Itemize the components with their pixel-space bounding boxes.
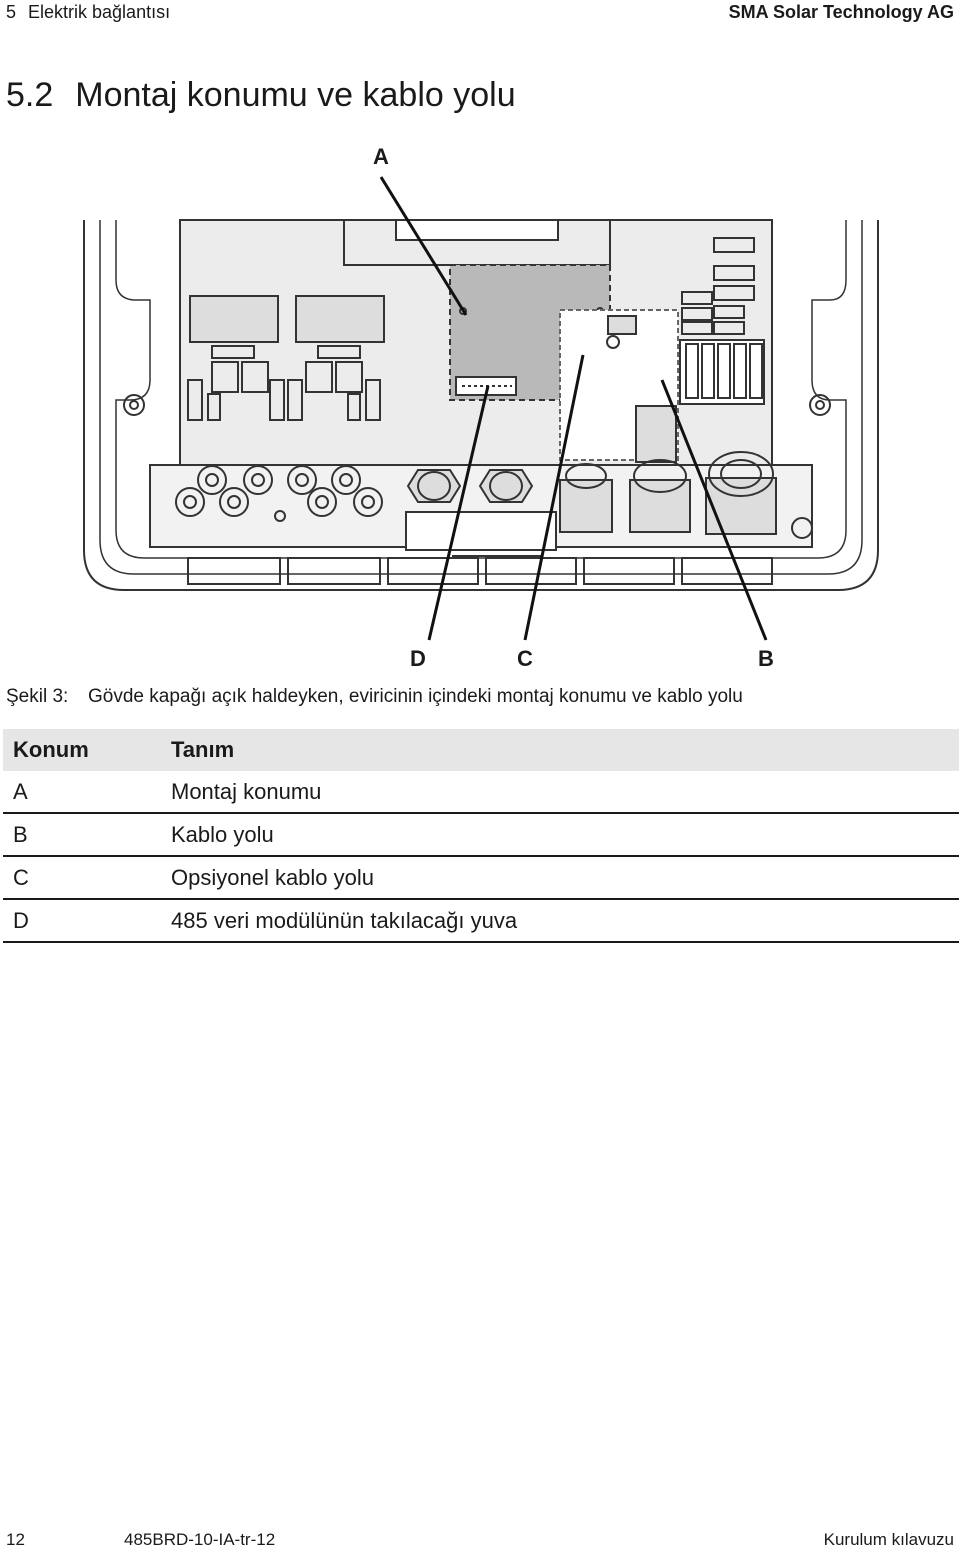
legend-value: Kablo yolu xyxy=(161,813,959,857)
title-text: Montaj konumu ve kablo yolu xyxy=(75,76,516,114)
leader-line-a xyxy=(379,176,468,316)
table-row: C Opsiyonel kablo yolu xyxy=(3,856,959,900)
legend-key: B xyxy=(3,813,161,857)
cable-glands xyxy=(406,451,777,535)
mounting-hole-right xyxy=(809,394,831,416)
enclosure-inner-rim xyxy=(99,220,863,575)
position-legend-table: Konum Tanım A Montaj konumu B Kablo yolu… xyxy=(3,729,959,943)
callout-a: A xyxy=(373,144,389,169)
legend-key: C xyxy=(3,856,161,900)
callout-c: C xyxy=(517,646,533,671)
legend-value: 485 veri modülünün takılacağı yuva xyxy=(161,899,959,943)
dc-connectors xyxy=(175,465,383,517)
caption-label: Şekil 3: xyxy=(6,686,69,707)
relay-1 xyxy=(189,295,279,343)
legend-value: Opsiyonel kablo yolu xyxy=(161,856,959,900)
legend-header-position: Konum xyxy=(3,729,161,771)
table-row: A Montaj konumu xyxy=(3,771,959,814)
enclosure-outline xyxy=(83,220,879,591)
caption-text: Gövde kapağı açık haldeyken, eviricinin … xyxy=(88,686,743,707)
ac-terminal-block xyxy=(679,339,765,405)
document-id: 485BRD-10-IA-tr-12 xyxy=(124,1530,276,1549)
figure-caption: Şekil 3: Gövde kapağı açık haldeyken, evi… xyxy=(6,686,743,708)
company-name: SMA Solar Technology AG xyxy=(728,2,954,22)
title-number: 5.2 xyxy=(6,76,54,114)
leader-line-b xyxy=(660,379,768,641)
table-row: B Kablo yolu xyxy=(3,813,959,857)
mounting-hole-left xyxy=(123,394,145,416)
leader-line-c xyxy=(523,354,585,641)
legend-header-row: Konum Tanım xyxy=(3,729,959,771)
legend-key: D xyxy=(3,899,161,943)
callout-d: D xyxy=(410,646,426,671)
manual-type: Kurulum kılavuzu xyxy=(823,1530,954,1549)
enclosure-seal-groove xyxy=(115,220,847,559)
running-header-section: 5 Elektrik bağlantısı xyxy=(6,2,170,23)
legend-value: Montaj konumu xyxy=(161,771,959,814)
inverter-illustration xyxy=(83,176,879,641)
section-number: 5 xyxy=(6,2,17,22)
section-title: Elektrik bağlantısı xyxy=(28,2,171,22)
inverter-figure: A D C B xyxy=(0,130,960,675)
legend-header-description: Tanım xyxy=(161,729,959,771)
page-title: 5.2 Montaj konumu ve kablo yolu xyxy=(6,76,516,115)
callout-b: B xyxy=(758,646,774,671)
bottom-vent-slots xyxy=(187,557,773,585)
page-number: 12 xyxy=(6,1530,25,1549)
legend-key: A xyxy=(3,771,161,814)
leader-line-d xyxy=(427,385,490,641)
table-row: D 485 veri modülünün takılacağı yuva xyxy=(3,899,959,943)
relay-2 xyxy=(295,295,385,343)
